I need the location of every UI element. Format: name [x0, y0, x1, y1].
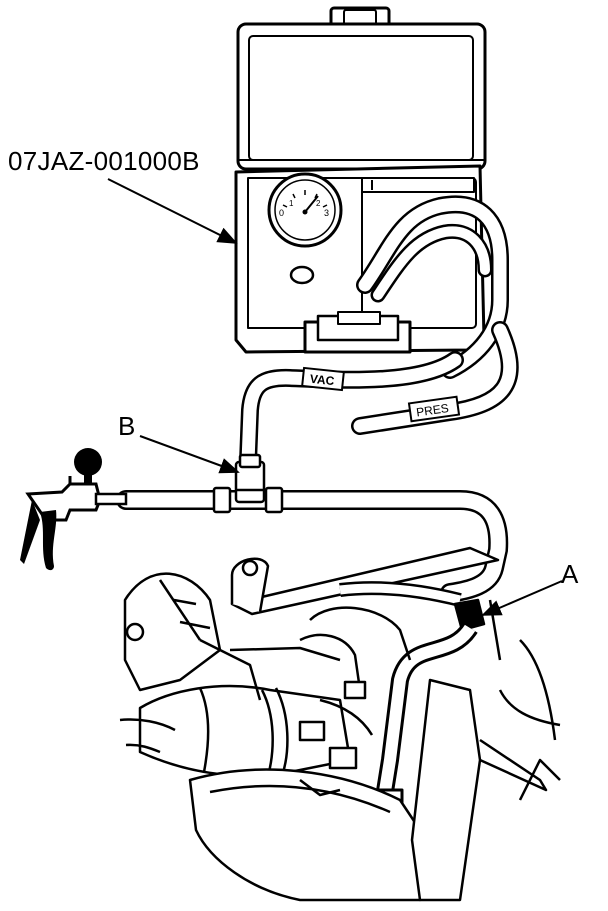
hand-vacuum-pump — [20, 448, 128, 571]
gauge-mark-0: 0 — [279, 208, 284, 218]
gauge-mark-3: 3 — [324, 208, 329, 218]
engine-compartment — [119, 546, 561, 902]
tool-part-number: 07JAZ-001000B — [8, 146, 200, 176]
vac-label: VAC — [301, 366, 345, 392]
leader-part-number — [107, 178, 238, 244]
pres-label: PRES — [407, 395, 461, 423]
gauge-needle — [304, 195, 319, 213]
horizontal-vacuum-line — [116, 490, 509, 603]
callout-a: A — [561, 559, 579, 589]
vacuum-gauge: 0 1 2 3 — [267, 172, 343, 248]
pres-label-text: PRES — [415, 401, 449, 419]
tee-fitting-b — [212, 453, 284, 514]
release-button — [289, 265, 315, 285]
leader-a — [481, 580, 563, 616]
callout-leaders — [107, 178, 563, 616]
coiled-hoses — [356, 195, 509, 379]
gauge-mark-1: 1 — [289, 199, 294, 208]
vac-label-text: VAC — [309, 372, 335, 389]
vac-hose — [239, 351, 464, 471]
gauge-mark-2: 2 — [316, 199, 321, 208]
vacuum-pressure-tester-case — [234, 6, 487, 354]
leader-b — [139, 435, 240, 474]
callout-b: B — [118, 411, 136, 441]
